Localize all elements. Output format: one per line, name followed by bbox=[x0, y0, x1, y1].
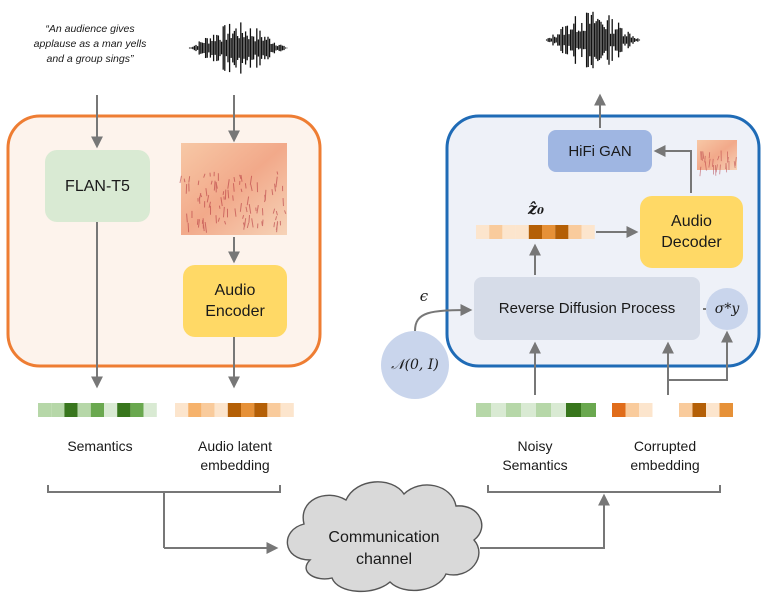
strip-cell bbox=[201, 403, 215, 417]
input-spectrogram bbox=[179, 143, 287, 235]
strip-cell bbox=[515, 225, 529, 239]
strip-cell bbox=[476, 225, 490, 239]
strip-cell bbox=[227, 403, 241, 417]
audio-encoder-box bbox=[183, 265, 287, 337]
output-waveform bbox=[545, 11, 641, 69]
audio-decoder-box bbox=[640, 196, 743, 268]
audio-latent-label: Audio latent embedding bbox=[198, 438, 272, 473]
communication-cloud bbox=[286, 481, 483, 593]
z0-strip bbox=[476, 225, 595, 239]
strip-cell bbox=[241, 403, 255, 417]
strip-cell bbox=[90, 403, 104, 417]
strip-cell bbox=[267, 403, 281, 417]
sigma-label: σ*y bbox=[714, 300, 740, 317]
strip-cell bbox=[175, 403, 189, 417]
strip-cell bbox=[188, 403, 202, 417]
noisy-semantics-strip bbox=[476, 403, 596, 417]
strip-cell bbox=[130, 403, 144, 417]
strip-cell bbox=[506, 403, 521, 417]
caption-quote: “An audience gives applause as a man yel… bbox=[33, 23, 147, 65]
strip-cell bbox=[254, 403, 268, 417]
strip-cell bbox=[280, 403, 294, 417]
strip-cell bbox=[476, 403, 491, 417]
strip-cell bbox=[489, 225, 503, 239]
epsilon-label: ϵ bbox=[419, 286, 429, 305]
corrupted-embedding-label: Corrupted embedding bbox=[630, 438, 700, 473]
reverse-diffusion-box bbox=[474, 277, 700, 340]
strip-cell bbox=[581, 225, 595, 239]
strip-cell bbox=[491, 403, 506, 417]
strip-cell bbox=[679, 403, 693, 417]
corrupted-strip-b bbox=[679, 403, 733, 417]
communication-channel-label: Communication channel bbox=[328, 529, 440, 568]
flan-t5-box bbox=[45, 150, 150, 222]
arrows bbox=[47, 93, 733, 554]
strip-cell bbox=[528, 225, 542, 239]
strip-cell bbox=[104, 403, 118, 417]
strip-cell bbox=[612, 403, 626, 417]
strip-cell bbox=[551, 403, 566, 417]
strip-cell bbox=[639, 403, 653, 417]
strip-cell bbox=[625, 403, 639, 417]
strip-cell bbox=[566, 403, 581, 417]
strip-cell bbox=[77, 403, 91, 417]
hifi-gan-label: HiFi GAN bbox=[568, 142, 632, 160]
strip-cell bbox=[719, 403, 733, 417]
noise-label: 𝒩(0, I) bbox=[391, 356, 439, 373]
reverse-diffusion-label: Reverse Diffusion Process bbox=[498, 300, 676, 317]
strip-cell bbox=[521, 403, 536, 417]
flan-t5-label: FLAN-T5 bbox=[65, 177, 130, 195]
corrupted-strip-a bbox=[612, 403, 653, 417]
semantics-strip bbox=[38, 403, 157, 417]
strip-cell bbox=[143, 403, 157, 417]
z0-label: ẑ₀ bbox=[527, 198, 545, 218]
noise-circle bbox=[381, 331, 449, 399]
strip-cell bbox=[555, 225, 569, 239]
input-waveform bbox=[188, 22, 288, 74]
strip-cell bbox=[568, 225, 582, 239]
output-spectrogram bbox=[697, 140, 737, 177]
strip-cell bbox=[706, 403, 720, 417]
audio-encoder-label: Audio Encoder bbox=[205, 282, 265, 320]
strip-cell bbox=[51, 403, 65, 417]
strip-cell bbox=[536, 403, 551, 417]
strip-cell bbox=[38, 403, 52, 417]
strip-cell bbox=[692, 403, 706, 417]
semantics-label: Semantics bbox=[67, 438, 133, 454]
noisy-semantics-label: Noisy Semantics bbox=[502, 438, 568, 473]
audio-latent-strip bbox=[175, 403, 294, 417]
strip-cell bbox=[214, 403, 228, 417]
strip-cell bbox=[581, 403, 596, 417]
sigma-circle bbox=[706, 288, 748, 330]
strip-cell bbox=[502, 225, 516, 239]
strip-cell bbox=[64, 403, 78, 417]
hifi-gan-box bbox=[548, 130, 652, 172]
audio-decoder-label: Audio Decoder bbox=[661, 213, 722, 251]
strip-cell bbox=[117, 403, 131, 417]
strip-cell bbox=[542, 225, 556, 239]
